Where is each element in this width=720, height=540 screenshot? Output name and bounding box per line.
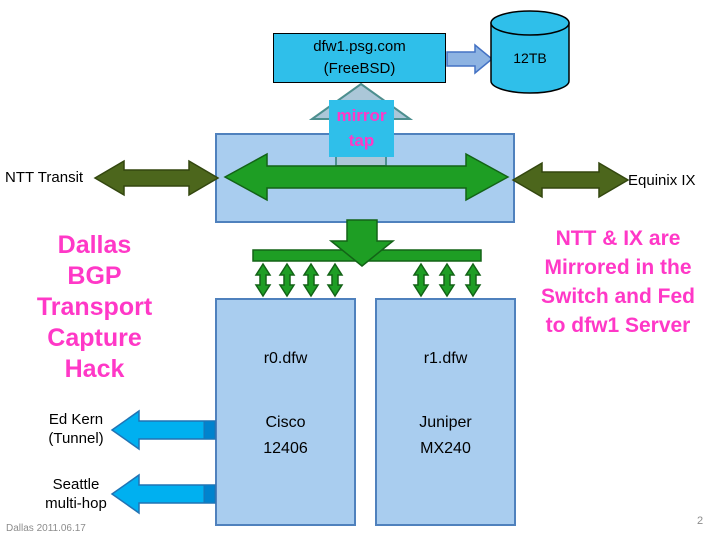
- mirror-tap-line: mirror: [336, 106, 387, 125]
- equinix-ix-arrow: [511, 161, 630, 199]
- tunnel-line: multi-hop: [45, 495, 107, 512]
- ntt-transit-arrow: [93, 159, 220, 197]
- title-line: BGP: [67, 262, 122, 290]
- router-r0-box: r0.dfw Cisco 12406: [215, 298, 356, 526]
- router-uplink-arrow: [412, 262, 430, 298]
- router-vendor: Juniper: [419, 414, 472, 431]
- tunnel-line: (Tunnel): [48, 430, 104, 447]
- mirror-note: NTT & IX are Mirrored in the Switch and …: [519, 224, 717, 340]
- ed-kern-tunnel-label: Ed Kern (Tunnel): [33, 410, 119, 448]
- seattle-multihop-arrow-cap: [203, 484, 216, 504]
- slide-title: Dallas BGP Transport Capture Hack: [12, 230, 177, 385]
- slide-footer-date: Dallas 2011.06.17: [6, 523, 86, 534]
- server-os: (FreeBSD): [323, 60, 396, 77]
- ed-kern-tunnel-arrow-cap: [203, 420, 216, 440]
- seattle-multihop-arrow: [110, 473, 216, 515]
- equinix-ix-label: Equinix IX: [628, 172, 696, 189]
- note-line: Switch and Fed: [540, 285, 695, 308]
- page-number: 2: [697, 515, 704, 527]
- note-line: to dfw1 Server: [545, 314, 691, 337]
- note-line: NTT & IX are: [555, 227, 681, 250]
- router-uplink-arrow: [438, 262, 456, 298]
- router-r1-box: r1.dfw Juniper MX240: [375, 298, 516, 526]
- title-line: Hack: [64, 355, 125, 383]
- ntt-transit-label: NTT Transit: [5, 169, 84, 186]
- note-line: Mirrored in the: [544, 256, 692, 279]
- server-storage-arrow: [446, 43, 494, 75]
- title-line: Capture: [47, 324, 142, 352]
- storage-cylinder-top: [490, 10, 570, 36]
- server-box: dfw1.psg.com (FreeBSD): [273, 33, 446, 83]
- router-name: r0.dfw: [263, 350, 308, 367]
- title-line: Dallas: [57, 231, 132, 259]
- seattle-multihop-label: Seattle multi-hop: [28, 475, 124, 513]
- router-model: 12406: [263, 440, 308, 457]
- router-uplink-arrow: [254, 262, 272, 298]
- tunnel-line: Ed Kern: [48, 411, 104, 428]
- router-uplink-arrow: [278, 262, 296, 298]
- router-uplink-arrow: [302, 262, 320, 298]
- tunnel-line: Seattle: [52, 476, 100, 493]
- router-uplink-arrow: [326, 262, 344, 298]
- mirror-tap-line: tap: [348, 131, 375, 150]
- mirror-bus-bar: [252, 249, 482, 262]
- router-uplink-arrow: [464, 262, 482, 298]
- router-model: MX240: [420, 440, 471, 457]
- server-name: dfw1.psg.com: [313, 38, 406, 55]
- router-name: r1.dfw: [423, 350, 468, 367]
- mirror-tap-label: mirror tap: [329, 100, 394, 157]
- switch-downlink-arrow: [328, 219, 396, 267]
- title-line: Transport: [36, 293, 153, 321]
- router-vendor: Cisco: [265, 414, 306, 431]
- ed-kern-tunnel-arrow: [110, 409, 216, 451]
- storage-capacity-label: 12TB: [513, 50, 547, 66]
